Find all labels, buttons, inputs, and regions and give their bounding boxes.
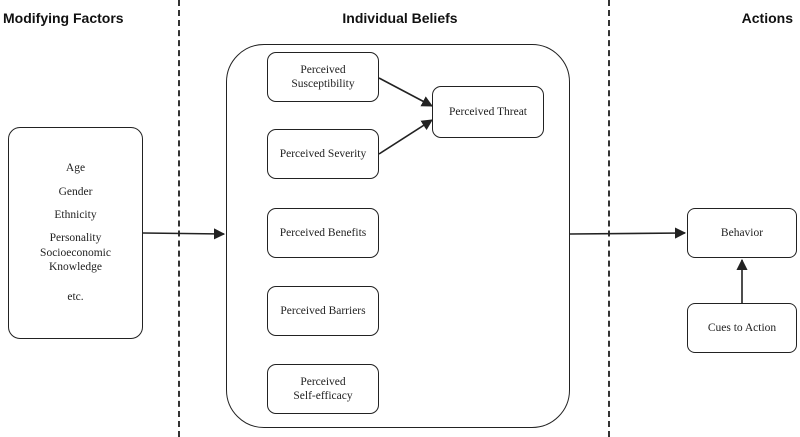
perceived-barriers-box: Perceived Barriers bbox=[267, 286, 379, 336]
perceived-susceptibility-line1: Perceived bbox=[300, 63, 346, 76]
factor-age: Age bbox=[65, 162, 86, 175]
perceived-self-efficacy-box: Perceived Self-efficacy bbox=[267, 364, 379, 414]
perceived-barriers-label: Perceived Barriers bbox=[280, 304, 366, 317]
perceived-threat-box: Perceived Threat bbox=[432, 86, 544, 138]
perceived-susceptibility-line2: Susceptibility bbox=[291, 78, 355, 90]
perceived-benefits-label: Perceived Benefits bbox=[279, 226, 367, 239]
arrow-beliefs-to-behavior bbox=[569, 227, 687, 239]
perceived-severity-box: Perceived Severity bbox=[267, 129, 379, 179]
behavior-label: Behavior bbox=[720, 226, 764, 239]
modifying-factors-box: Age Gender Ethnicity Personality Socioec… bbox=[8, 127, 143, 339]
behavior-box: Behavior bbox=[687, 208, 797, 258]
perceived-threat-label: Perceived Threat bbox=[448, 105, 527, 118]
dashed-divider-left bbox=[178, 0, 180, 437]
modifying-factors-heading: Modifying Factors bbox=[3, 10, 124, 26]
factor-gender: Gender bbox=[58, 185, 93, 198]
factor-personality: Personality bbox=[49, 232, 102, 245]
dashed-divider-right bbox=[608, 0, 610, 437]
perceived-benefits-box: Perceived Benefits bbox=[267, 208, 379, 258]
factor-knowledge: Knowledge bbox=[48, 261, 102, 274]
factor-socioeconomic: Socioeconomic bbox=[40, 246, 111, 259]
perceived-self-efficacy-line2: Self-efficacy bbox=[293, 390, 353, 402]
cues-to-action-label: Cues to Action bbox=[707, 321, 777, 334]
actions-heading: Actions bbox=[741, 10, 793, 26]
factor-ethnicity: Ethnicity bbox=[54, 208, 97, 221]
cues-to-action-box: Cues to Action bbox=[687, 303, 797, 353]
individual-beliefs-frame bbox=[226, 44, 570, 428]
factor-etc: etc. bbox=[67, 291, 84, 304]
perceived-self-efficacy-line1: Perceived bbox=[300, 375, 346, 388]
perceived-susceptibility-box: Perceived Susceptibility bbox=[267, 52, 379, 102]
perceived-severity-label: Perceived Severity bbox=[279, 147, 367, 160]
arrow-factors-to-beliefs bbox=[142, 228, 226, 240]
individual-beliefs-heading: Individual Beliefs bbox=[342, 10, 458, 26]
